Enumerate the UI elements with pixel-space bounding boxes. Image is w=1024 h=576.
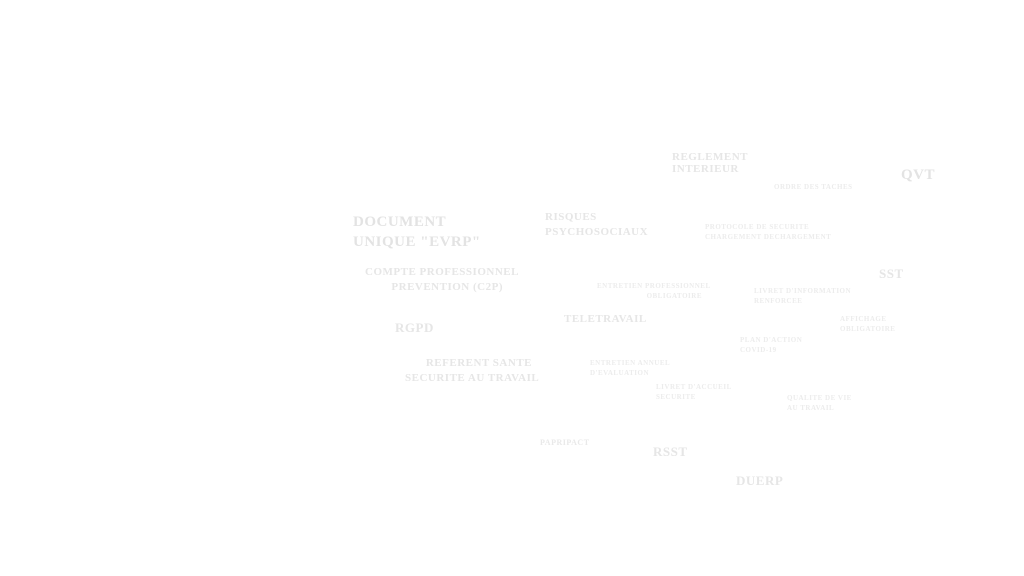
word-rgpd: RGPD	[395, 320, 434, 335]
word-compte-professionnel: COMPTE PROFESSIONNEL PREVENTION (C2P)	[365, 266, 519, 293]
word-protocole-securite: PROTOCOLE DE SECURITE CHARGEMENT DECHARG…	[705, 223, 832, 241]
word-document-unique: DOCUMENT UNIQUE "EVRP"	[353, 214, 481, 250]
word-qvt: QVT	[901, 167, 936, 183]
word-sst: SST	[879, 266, 904, 281]
word-teletravail: TELETRAVAIL	[564, 313, 647, 325]
word-affichage-obligatoire: AFFICHAGE OBLIGATOIRE	[840, 315, 896, 333]
word-papripact: PAPRIPACT	[540, 438, 590, 447]
word-risques-psychosociaux: RISQUES PSYCHOSOCIAUX	[545, 211, 649, 238]
word-qualite-de-vie: QUALITE DE VIE AU TRAVAIL	[787, 394, 852, 412]
word-entretien-annuel: ENTRETIEN ANNUEL D'EVALUATION	[590, 359, 671, 377]
word-reglement-interieur: REGLEMENT INTERIEUR	[672, 151, 749, 176]
word-plan-action: PLAN D'ACTION COVID-19	[740, 336, 803, 354]
word-duerp: DUERP	[736, 473, 784, 488]
word-referent-sante: REFERENT SANTE SECURITE AU TRAVAIL	[405, 357, 540, 385]
word-ordre-des-taches: ORDRE DES TACHES	[774, 183, 853, 191]
word-livret-accueil: LIVRET D'ACCUEIL SECURITE	[656, 383, 732, 401]
word-livret-information: LIVRET D'INFORMATION RENFORCEE	[754, 287, 852, 305]
word-rsst: RSST	[653, 444, 688, 459]
word-entretien-professionnel: ENTRETIEN PROFESSIONNEL OBLIGATOIRE	[597, 282, 711, 300]
